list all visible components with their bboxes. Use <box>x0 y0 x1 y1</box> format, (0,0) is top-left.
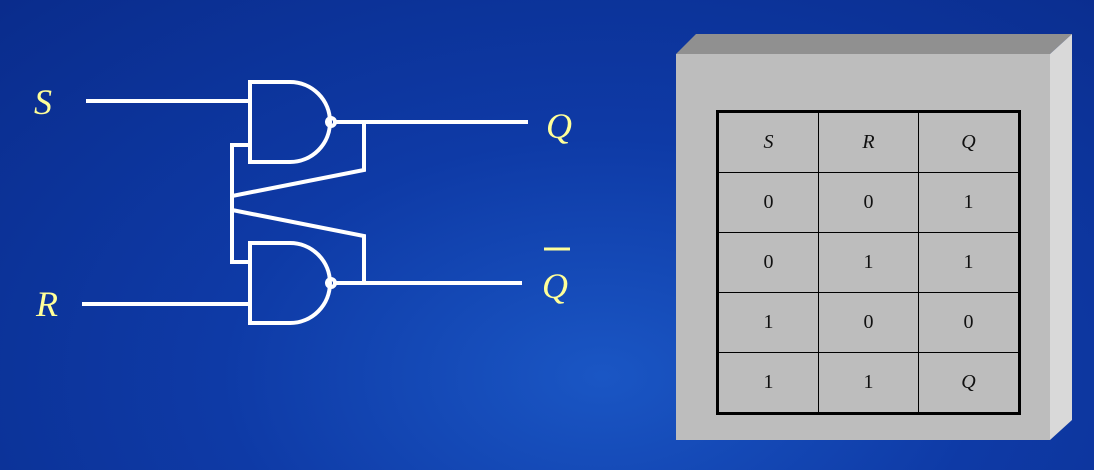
truth-table-row: 0 1 1 <box>717 232 1020 293</box>
cell-r: 0 <box>818 172 919 233</box>
sr-latch-diagram: S R Q Q <box>34 80 572 325</box>
cell-s: 0 <box>717 172 819 233</box>
cell-q: 1 <box>918 172 1020 233</box>
panel-top-bevel <box>676 34 1072 54</box>
cell-q: Q <box>918 352 1020 414</box>
bottom-nand-gate <box>248 241 337 325</box>
truth-table-row: 1 0 0 <box>717 292 1020 353</box>
q-output-label: Q <box>546 106 572 146</box>
cell-r: 1 <box>818 232 919 293</box>
cell-s: 1 <box>717 292 819 353</box>
s-input-label: S <box>34 82 52 122</box>
cell-s: 1 <box>717 352 819 414</box>
cell-q: 0 <box>918 292 1020 353</box>
panel-face: S R Q 0 0 1 0 1 1 1 0 0 <box>676 54 1050 440</box>
truth-table-panel: S R Q 0 0 1 0 1 1 1 0 0 <box>676 34 1072 440</box>
header-r: R <box>818 111 919 173</box>
truth-table: S R Q 0 0 1 0 1 1 1 0 0 <box>716 110 1021 415</box>
cell-s: 0 <box>717 232 819 293</box>
r-input-label: R <box>35 284 58 324</box>
qbar-output-label: Q <box>542 266 568 306</box>
truth-table-row: 1 1 Q <box>717 352 1020 414</box>
panel-side-bevel <box>1050 34 1072 440</box>
header-q: Q <box>918 111 1020 173</box>
top-nand-gate <box>248 80 337 164</box>
cell-r: 0 <box>818 292 919 353</box>
truth-table-header-row: S R Q <box>717 111 1020 173</box>
header-s: S <box>717 111 819 173</box>
truth-table-row: 0 0 1 <box>717 172 1020 233</box>
cell-r: 1 <box>818 352 919 414</box>
cell-q: 1 <box>918 232 1020 293</box>
qbar-feedback-wire <box>230 143 366 283</box>
